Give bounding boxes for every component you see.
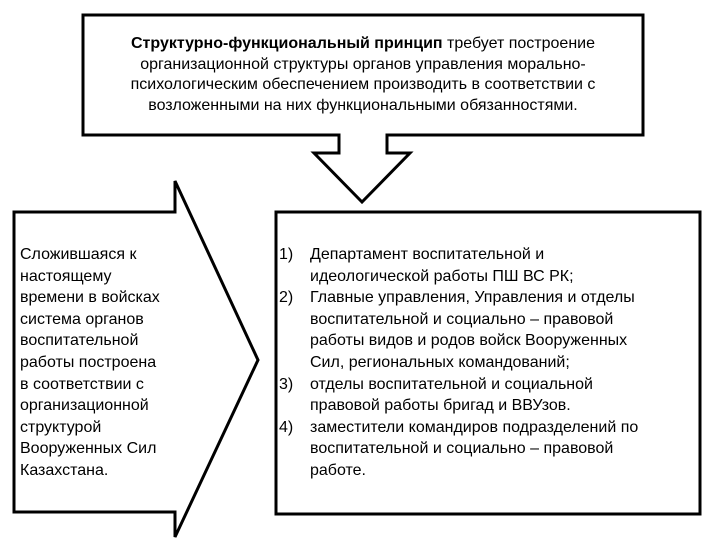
- list-item: 3) отделы воспитательной и социальной пр…: [279, 374, 694, 417]
- structure-list: 1) Департамент воспитательной и идеологи…: [279, 244, 694, 482]
- list-line: воспитательной и социально – правовой: [310, 310, 614, 328]
- left-line: настоящему: [20, 267, 112, 285]
- top-principle-text: Структурно-функциональный принцип требуе…: [84, 34, 642, 116]
- list-item: 4) заместители командиров подразделений …: [279, 417, 694, 482]
- list-item: 1) Департамент воспитательной и идеологи…: [279, 244, 694, 287]
- list-number: 1): [279, 246, 294, 263]
- list-line: Департамент воспитательной и: [310, 246, 545, 263]
- list-line: Сил, региональных командований;: [310, 353, 570, 371]
- top-callout-box: [81, 13, 645, 205]
- list-number: 2): [279, 289, 294, 307]
- right-box: [274, 210, 702, 516]
- list-line: работе.: [310, 461, 366, 479]
- left-box-text: Сложившаяся к настоящему времени в войск…: [20, 244, 190, 482]
- left-line: Вооруженных Сил: [20, 440, 157, 458]
- left-line: организационной: [20, 397, 149, 415]
- left-line: в соответствии с: [20, 375, 144, 393]
- top-line-2: организационной структуры органов управл…: [140, 55, 586, 73]
- list-line: правовой работы бригад и ВВУзов.: [310, 397, 571, 415]
- top-line-3: психологическим обеспечением производить…: [130, 76, 596, 93]
- top-line-1: Структурно-функциональный принцип требуе…: [131, 35, 595, 52]
- left-line: Казахстана.: [20, 461, 109, 479]
- list-line: работы видов и родов войск Вооруженных: [310, 332, 628, 350]
- list-line: отделы воспитательной и социальной: [310, 375, 593, 393]
- left-line: система органов: [20, 310, 144, 328]
- list-line: воспитательной и социально – правовой: [310, 440, 614, 458]
- principle-term: Структурно-функциональный принцип: [131, 35, 443, 52]
- left-line: времени в войсках: [20, 289, 160, 307]
- left-line: структурой: [20, 418, 102, 436]
- left-line: воспитательной: [20, 332, 139, 350]
- left-line: Сложившаяся к: [20, 246, 137, 263]
- list-line: Главные управления, Управления и отделы: [310, 289, 635, 307]
- list-line: идеологической работы ПШ ВС РК;: [310, 267, 574, 285]
- list-line: заместители командиров подразделений по: [310, 418, 639, 436]
- list-item: 2) Главные управления, Управления и отде…: [279, 287, 694, 373]
- left-arrow-callout: [12, 180, 260, 538]
- list-number: 4): [279, 418, 294, 436]
- top-line-4: возложенными на них функциональными обяз…: [148, 96, 578, 114]
- list-number: 3): [279, 375, 294, 393]
- left-line: работы построена: [20, 353, 157, 371]
